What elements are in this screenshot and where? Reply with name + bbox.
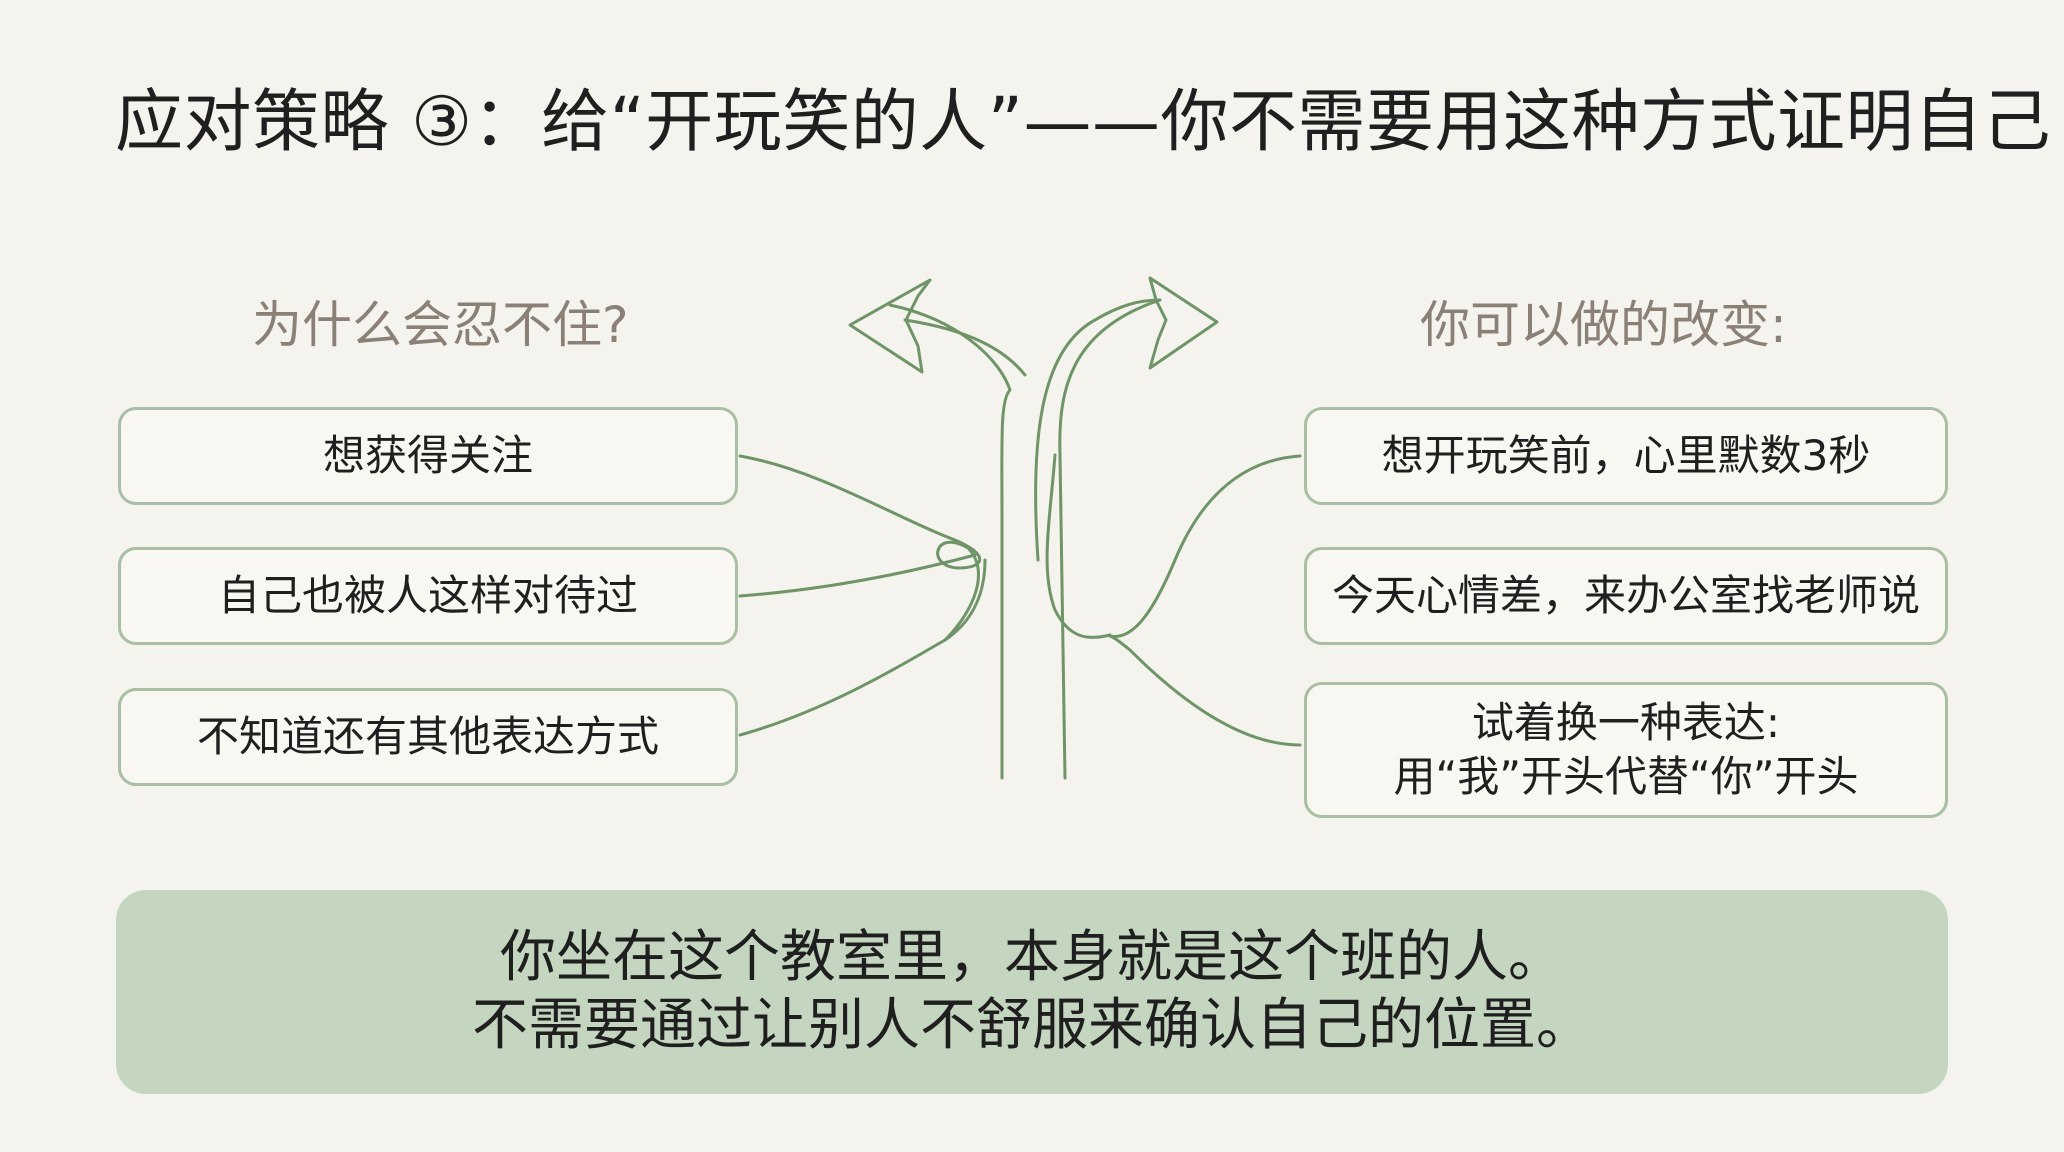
page-title: 应对策略 ③：给“开玩笑的人”——你不需要用这种方式证明自己	[115, 83, 2052, 162]
right-column-heading: 你可以做的改变:	[1420, 296, 1787, 354]
change-text-1: 想开玩笑前，心里默数3秒	[1381, 431, 1871, 480]
reason-box-2: 自己也被人这样对待过	[118, 547, 738, 645]
split-arrow-right-inner	[1034, 298, 1162, 562]
change-text-3-line1: 试着换一种表达:	[1471, 698, 1781, 747]
reason-text-2: 自己也被人这样对待过	[217, 571, 638, 620]
connector-left-3	[738, 558, 987, 737]
change-text-3-line2: 用“我”开头代替“你”开头	[1393, 752, 1859, 801]
change-box-3: 试着换一种表达: 用“我”开头代替“你”开头	[1304, 682, 1948, 818]
change-box-1: 想开玩笑前，心里默数3秒	[1304, 407, 1948, 505]
reason-text-3: 不知道还有其他表达方式	[196, 712, 659, 761]
connector-right-1	[1108, 454, 1302, 638]
connector-right-3	[1108, 634, 1302, 747]
split-arrow-left-head	[848, 278, 932, 374]
change-box-2: 今天心情差，来办公室找老师说	[1304, 547, 1948, 645]
change-text-2: 今天心情差，来办公室找老师说	[1331, 571, 1920, 620]
connector-left-2	[738, 553, 977, 598]
reason-text-1: 想获得关注	[322, 431, 533, 480]
summary-line-1: 你坐在这个教室里，本身就是这个班的人。	[500, 925, 1564, 990]
split-arrow-right-head	[1148, 276, 1219, 370]
split-arrow-left-shaft	[888, 303, 1012, 780]
reason-box-1: 想获得关注	[118, 407, 738, 505]
connector-left-1	[738, 454, 982, 642]
split-arrow-right-shaft	[1058, 298, 1162, 780]
left-column-heading: 为什么会忍不住?	[252, 296, 629, 354]
split-arrow-left-inner	[903, 318, 1027, 377]
summary-banner: 你坐在这个教室里，本身就是这个班的人。 不需要通过让别人不舒服来确认自己的位置。	[116, 890, 1948, 1094]
reason-box-3: 不知道还有其他表达方式	[118, 688, 738, 786]
connector-right-loop	[1045, 453, 1112, 639]
summary-line-2: 不需要通过让别人不舒服来确认自己的位置。	[472, 993, 1592, 1058]
